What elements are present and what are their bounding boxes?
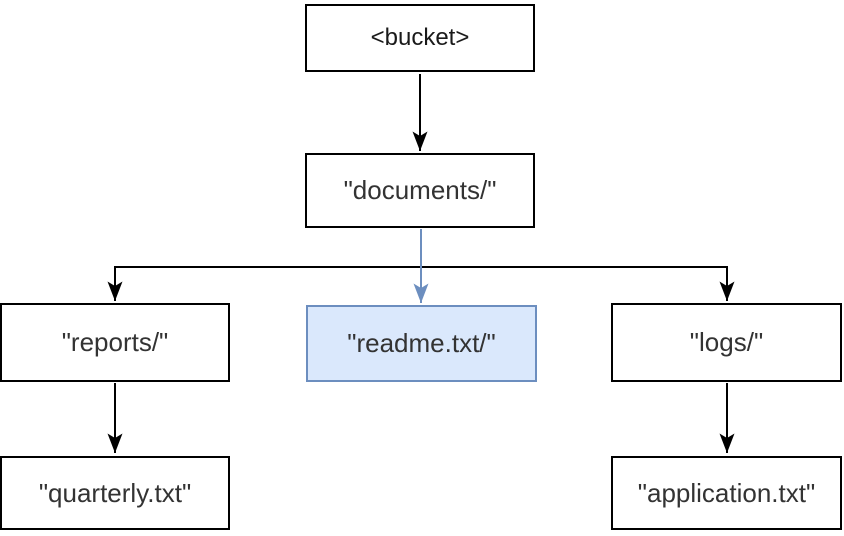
node-readme: "readme.txt/" [306,305,537,382]
node-quarterly: "quarterly.txt" [0,456,230,530]
node-bucket: <bucket> [305,4,535,72]
node-reports: "reports/" [0,303,230,382]
node-application: "application.txt" [611,456,842,530]
node-logs: "logs/" [611,303,842,382]
node-documents: "documents/" [305,153,535,228]
